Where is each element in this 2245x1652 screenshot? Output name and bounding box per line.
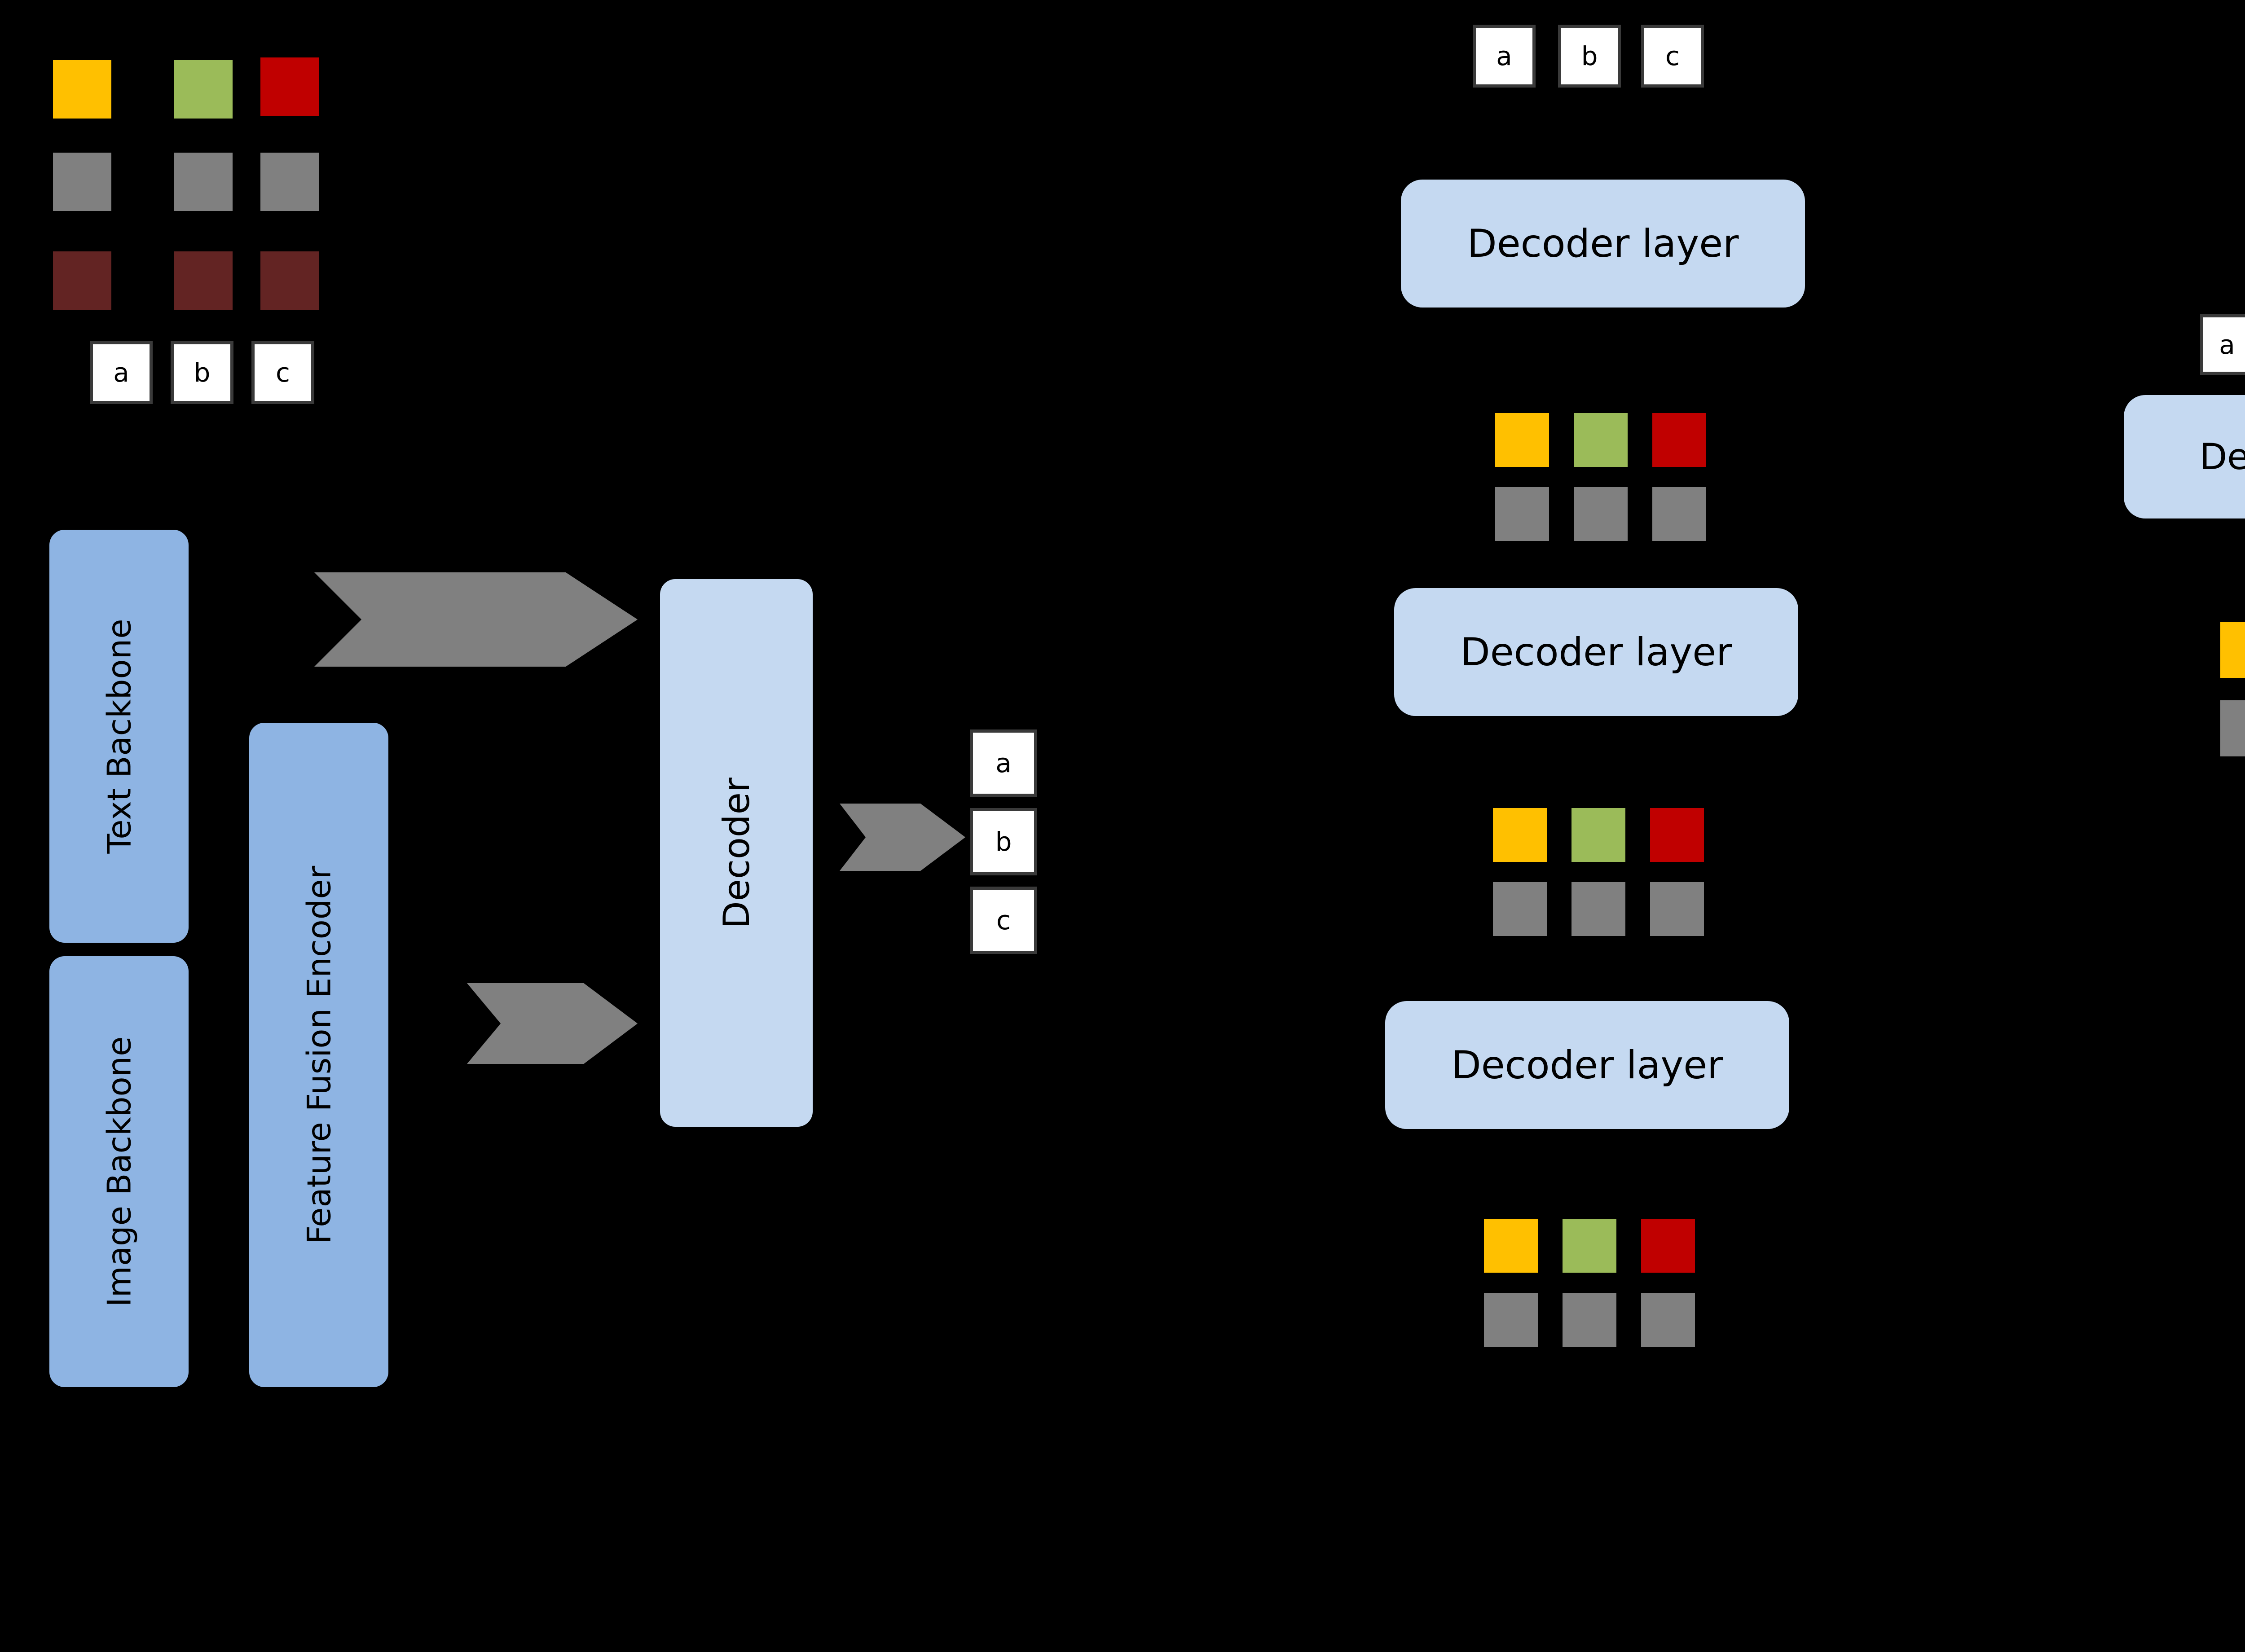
middle-token-green-2: [1572, 808, 1625, 862]
legend-token-darkred-1: [53, 251, 111, 310]
legend-token-red: [260, 57, 319, 116]
decoder-to-output-arrow: [840, 804, 965, 871]
middle-decoder-layer-1[interactable]: Decoder layer: [1401, 180, 1805, 308]
block-decoder[interactable]: Decoder: [660, 579, 813, 1127]
decoder-output-a: a: [970, 729, 1037, 797]
middle-token-red-3: [1641, 1219, 1695, 1273]
branch-left-token-yellow: [2220, 622, 2245, 678]
branch-left-decoder-layer[interactable]: Decoder layer: [2124, 395, 2245, 518]
decoder-label: Decoder: [715, 777, 757, 929]
decoder-output-b: b: [970, 808, 1037, 875]
branch-left-label-a: a: [2200, 314, 2245, 375]
middle-token-red-1: [1652, 413, 1706, 467]
middle-decoder-layer-2-label: Decoder layer: [1460, 629, 1732, 675]
middle-token-gray-1a: [1495, 487, 1549, 541]
middle-top-label-b: b: [1558, 25, 1621, 88]
block-image-backbone[interactable]: Image Backbone: [49, 956, 189, 1387]
middle-top-label-a: a: [1473, 25, 1536, 88]
middle-token-gray-2b: [1572, 882, 1625, 936]
middle-token-gray-3b: [1563, 1293, 1616, 1347]
branch-left-decoder-layer-label: Decoder layer: [2199, 436, 2245, 478]
legend-label-a: a: [90, 341, 153, 404]
middle-decoder-layer-2[interactable]: Decoder layer: [1394, 588, 1798, 716]
legend-label-b: b: [171, 341, 233, 404]
middle-decoder-layer-1-label: Decoder layer: [1467, 221, 1739, 266]
middle-token-gray-1b: [1574, 487, 1628, 541]
legend-token-gray-3: [260, 153, 319, 211]
legend-token-yellow: [53, 60, 111, 119]
middle-token-yellow-2: [1493, 808, 1547, 862]
middle-token-gray-1c: [1652, 487, 1706, 541]
middle-token-gray-2c: [1650, 882, 1704, 936]
legend-token-darkred-2: [174, 251, 233, 310]
middle-top-label-c: c: [1641, 25, 1704, 88]
legend-token-gray-2: [174, 153, 233, 211]
middle-token-gray-3a: [1484, 1293, 1538, 1347]
image-backbone-label: Image Backbone: [100, 1036, 138, 1307]
middle-decoder-layer-3-label: Decoder layer: [1451, 1042, 1723, 1088]
middle-token-yellow-3: [1484, 1219, 1538, 1273]
legend-token-darkred-3: [260, 251, 319, 310]
middle-token-green-1: [1574, 413, 1628, 467]
middle-token-gray-2a: [1493, 882, 1547, 936]
block-feature-fusion-encoder[interactable]: Feature Fusion Encoder: [249, 723, 388, 1387]
middle-token-gray-3c: [1641, 1293, 1695, 1347]
legend-token-gray-1: [53, 153, 111, 211]
middle-token-yellow-1: [1495, 413, 1549, 467]
text-backbone-label: Text Backbone: [100, 619, 138, 854]
branch-left-token-gray-a: [2220, 700, 2245, 756]
middle-token-green-3: [1563, 1219, 1616, 1273]
middle-token-red-2: [1650, 808, 1704, 862]
feature-fusion-encoder-label: Feature Fusion Encoder: [300, 866, 338, 1244]
block-text-backbone[interactable]: Text Backbone: [49, 530, 189, 943]
legend-token-green: [174, 60, 233, 119]
image-to-decoder-arrow: [467, 983, 638, 1064]
decoder-output-c: c: [970, 887, 1037, 954]
legend-label-c: c: [251, 341, 314, 404]
text-to-decoder-arrow: [314, 572, 638, 667]
middle-decoder-layer-3[interactable]: Decoder layer: [1385, 1001, 1789, 1129]
